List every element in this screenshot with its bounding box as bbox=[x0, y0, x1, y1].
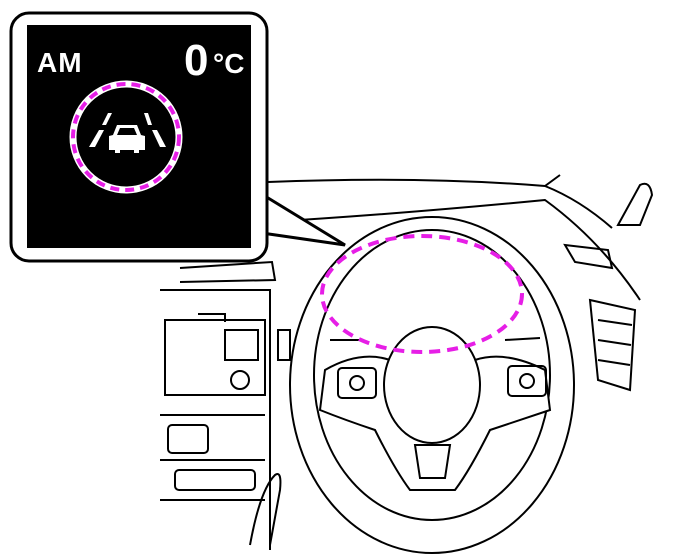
callout-pointer bbox=[254, 188, 346, 247]
steering-wheel bbox=[289, 216, 575, 554]
temperature-unit: °C bbox=[213, 48, 245, 79]
time-period-label: AM bbox=[37, 47, 83, 78]
temperature-value: 0 bbox=[184, 36, 209, 85]
dashboard-outline bbox=[160, 174, 654, 550]
lane-departure-car-icon bbox=[69, 80, 183, 194]
highlight-area-ring bbox=[320, 234, 524, 354]
